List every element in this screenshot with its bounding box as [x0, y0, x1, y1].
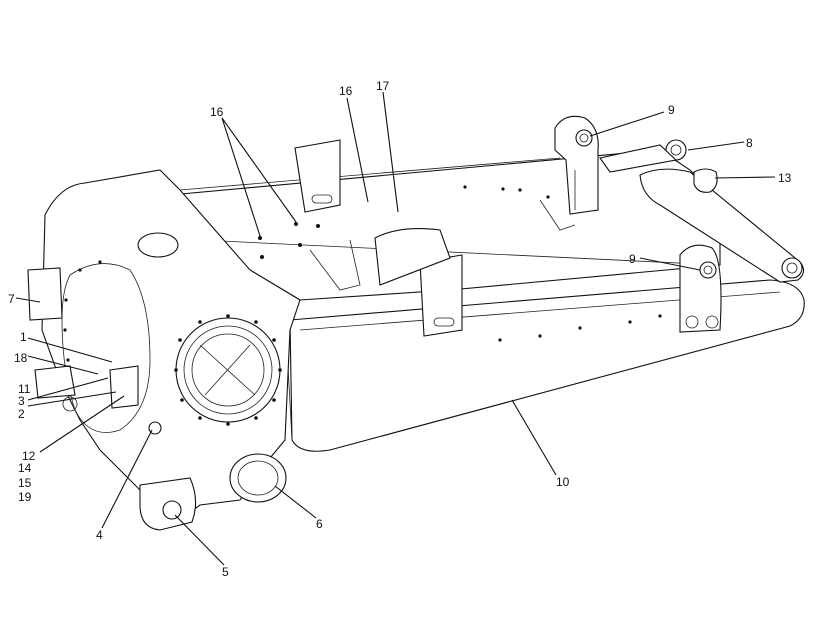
front-housing [27, 169, 301, 531]
callout-1: 1 [20, 330, 27, 344]
callout-12: 12 [22, 449, 36, 463]
callout-9-lower: 9 [629, 252, 636, 266]
callout-5: 5 [222, 565, 229, 579]
deck-gussets [294, 139, 576, 337]
callout-3: 3 [18, 394, 25, 408]
callout-labels: 16 16 17 9 8 13 9 10 6 5 4 7 1 18 11 3 2… [8, 79, 792, 579]
callout-13: 13 [778, 171, 792, 185]
callout-4: 4 [96, 528, 103, 542]
callout-8: 8 [746, 136, 753, 150]
upper-bracket [554, 115, 599, 215]
callout-9-upper: 9 [668, 103, 675, 117]
callout-19: 19 [18, 490, 32, 504]
callout-2: 2 [18, 407, 25, 421]
callout-6: 6 [316, 517, 323, 531]
callout-18: 18 [14, 351, 28, 365]
callout-7: 7 [8, 292, 15, 306]
callout-16-left: 16 [210, 105, 224, 119]
lower-bracket [679, 244, 722, 333]
callout-11: 11 [18, 382, 31, 396]
callout-10: 10 [556, 475, 570, 489]
rear-crossmember [599, 139, 805, 283]
leader-lines [15, 91, 776, 566]
callout-17: 17 [376, 79, 390, 93]
callout-16-right: 16 [339, 84, 353, 98]
main-beam [285, 279, 805, 452]
callout-15: 15 [18, 476, 32, 490]
callout-14: 14 [18, 461, 32, 475]
